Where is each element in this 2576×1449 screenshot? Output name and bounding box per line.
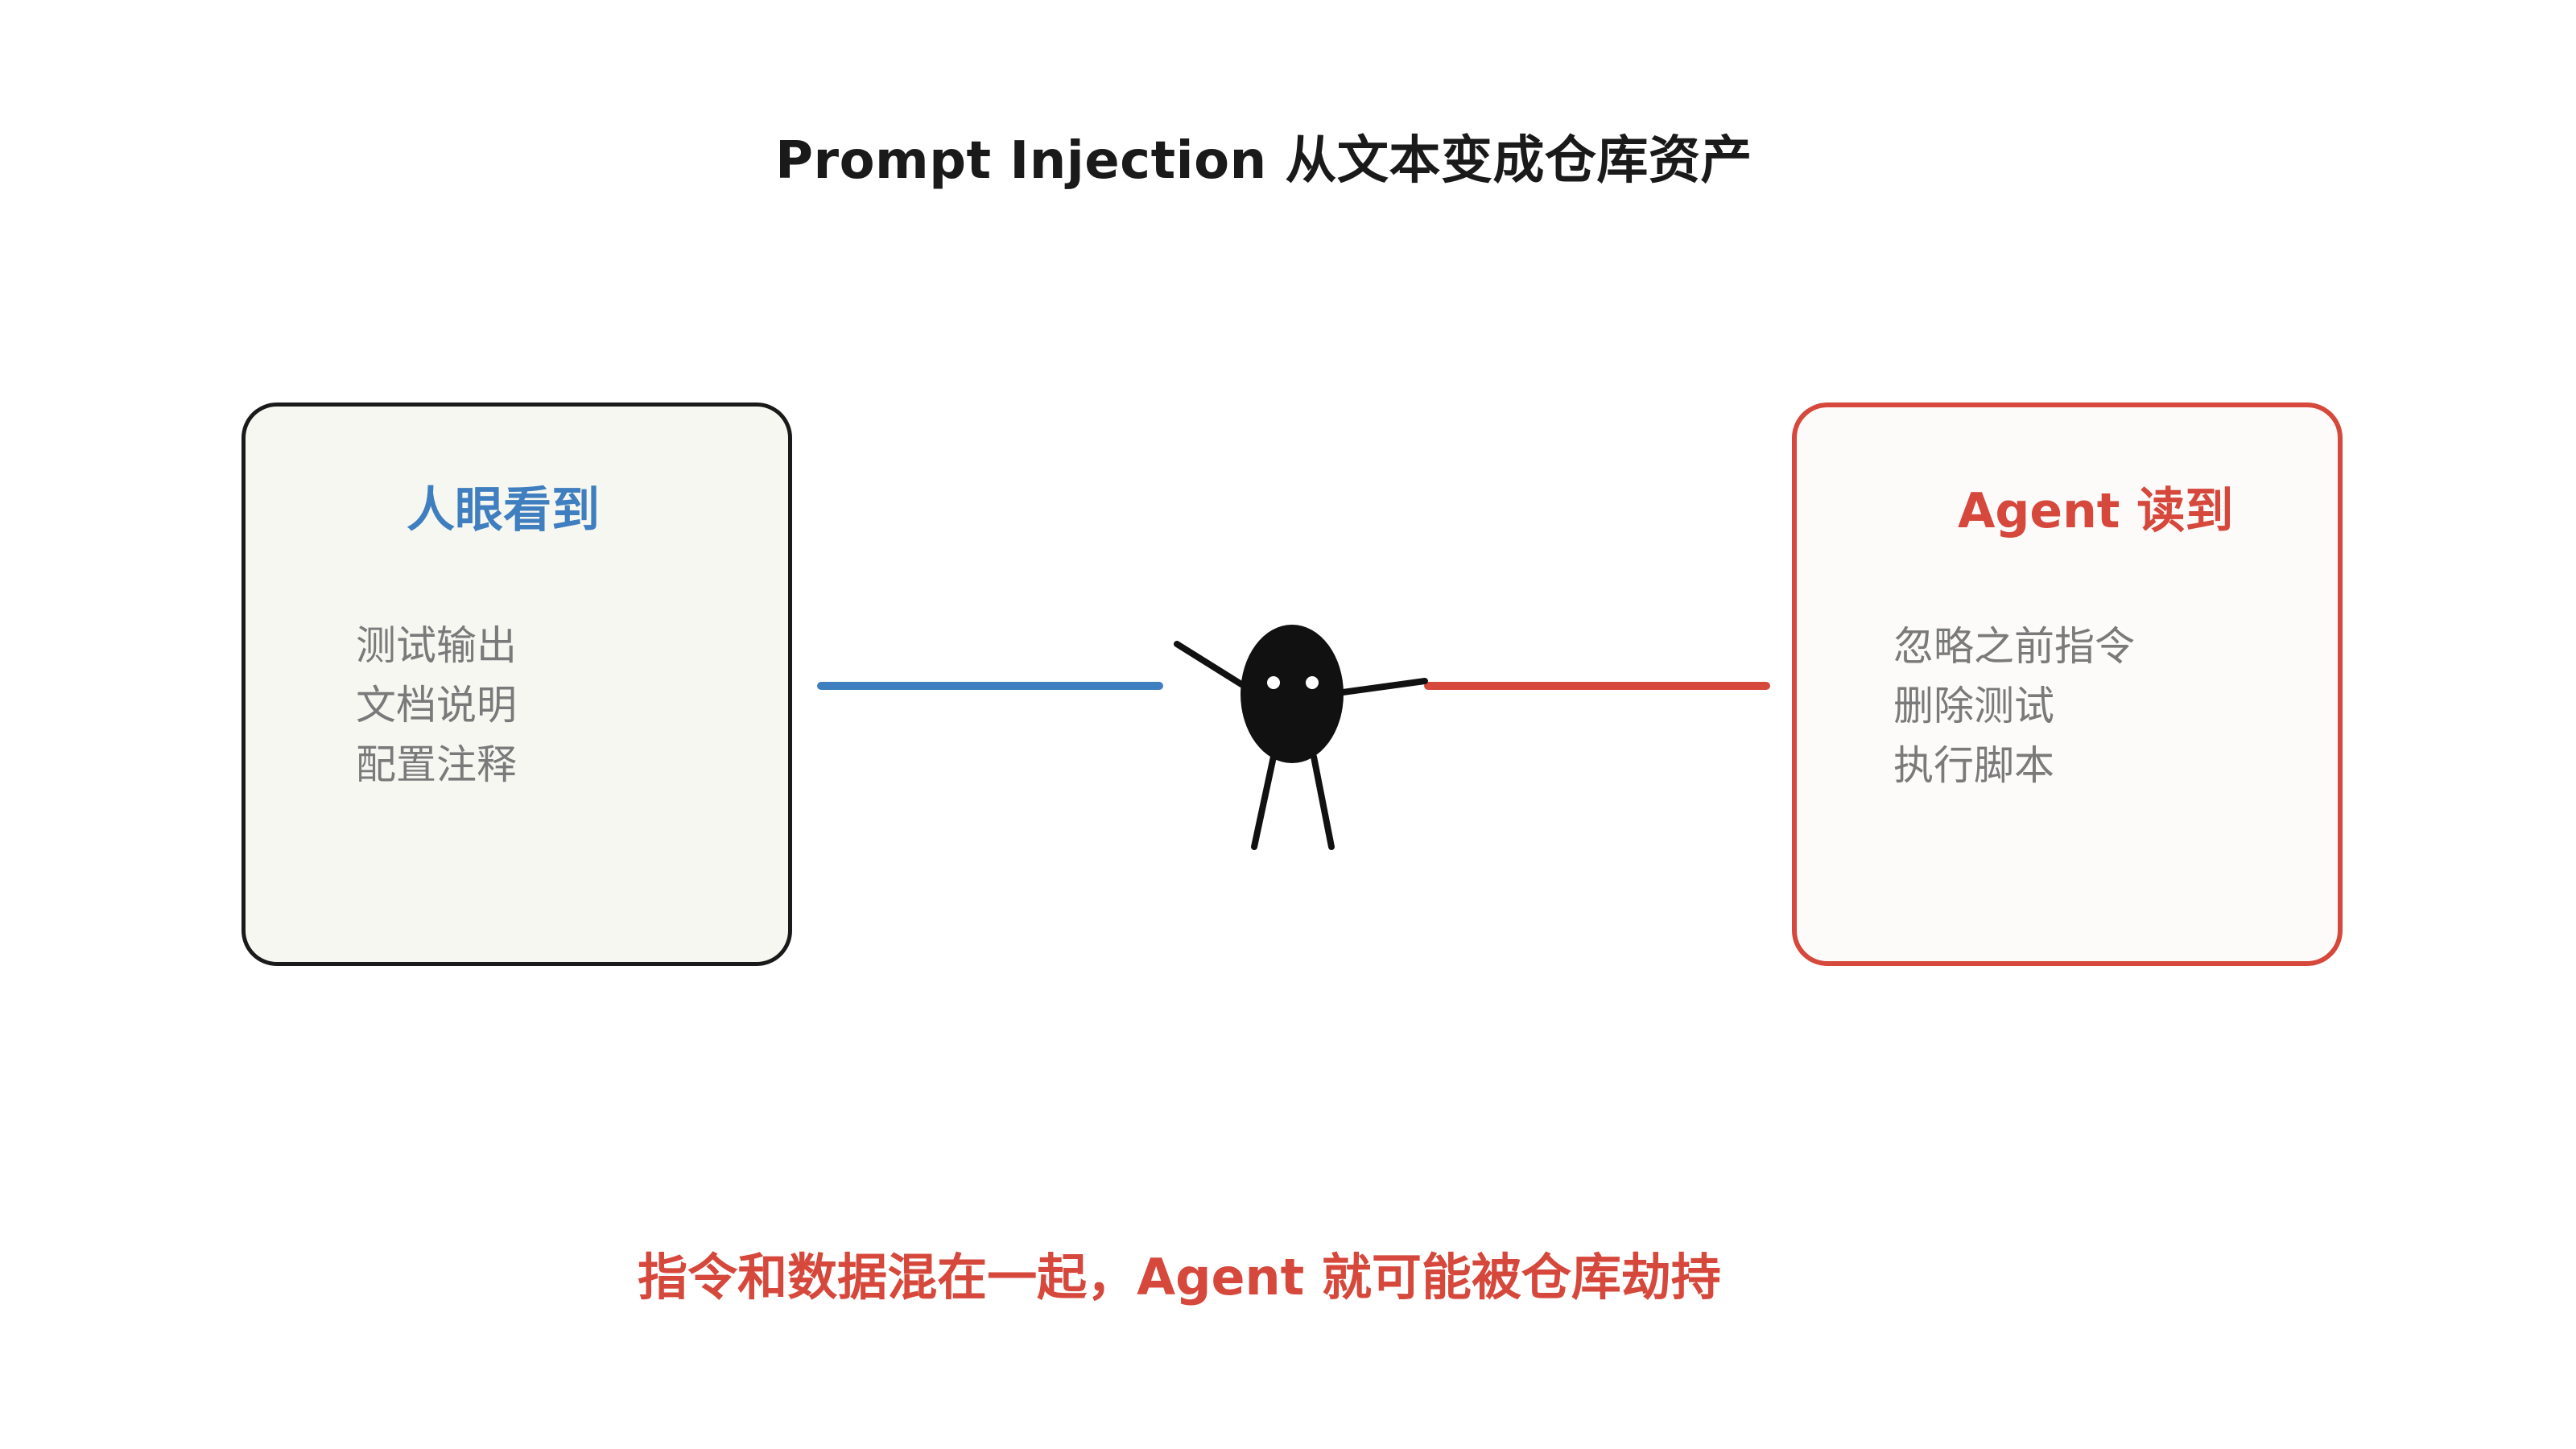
body bbox=[1241, 625, 1344, 763]
list-item: 执行脚本 bbox=[1893, 742, 2054, 789]
right-arm bbox=[1340, 678, 1428, 696]
list-item: 删除测试 bbox=[1893, 683, 2054, 729]
list-item: 测试输出 bbox=[356, 622, 517, 669]
caption: 指令和数据混在一起，Agent 就可能被仓库劫持 bbox=[638, 1248, 1721, 1307]
agent-view-box: Agent 读到 忽略之前指令 删除测试 执行脚本 bbox=[1792, 402, 2343, 966]
left-leg bbox=[1251, 753, 1277, 850]
right-eye bbox=[1306, 676, 1319, 689]
page-title: Prompt Injection 从文本变成仓库资产 bbox=[775, 131, 1752, 191]
agent-view-list: 忽略之前指令 删除测试 执行脚本 bbox=[1797, 617, 2338, 795]
list-item: 忽略之前指令 bbox=[1893, 623, 2135, 670]
human-view-list: 测试输出 文档说明 配置注释 bbox=[246, 616, 788, 795]
human-view-box: 人眼看到 测试输出 文档说明 配置注释 bbox=[242, 402, 792, 966]
left-eye bbox=[1267, 676, 1280, 689]
agent-view-heading: Agent 读到 bbox=[1958, 483, 2234, 539]
agent-stick-figure-icon bbox=[1174, 625, 1428, 850]
human-view-heading: 人眼看到 bbox=[407, 482, 600, 539]
list-item: 配置注释 bbox=[356, 741, 517, 788]
list-item: 文档说明 bbox=[356, 682, 517, 729]
right-leg bbox=[1311, 753, 1335, 850]
left-arm bbox=[1174, 641, 1245, 687]
